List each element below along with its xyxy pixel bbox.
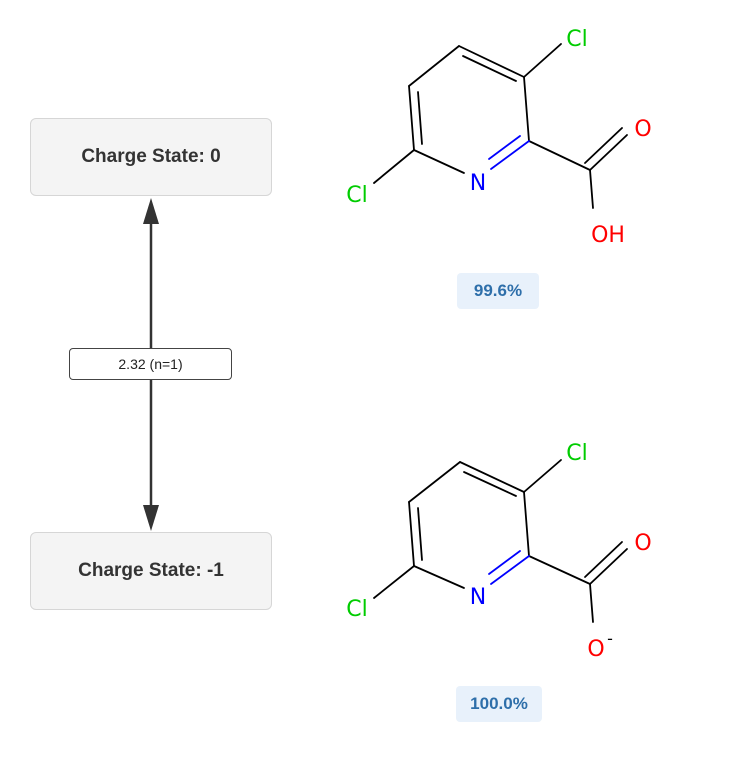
population-value-anion: 100.0% <box>470 694 528 713</box>
charge-state-0-box: Charge State: 0 <box>30 118 272 196</box>
molecule-neutral: N Cl Cl O OH <box>346 27 651 248</box>
oxygen-atom-anionic: O <box>587 637 604 662</box>
pka-label: 2.32 (n=1) <box>69 348 232 380</box>
population-value-neutral: 99.6% <box>473 281 523 300</box>
arrow-up-icon <box>143 198 159 224</box>
oxygen-atom-double: O <box>634 531 651 556</box>
arrow-down-icon <box>143 505 159 531</box>
chlorine-atom-side: Cl <box>346 183 367 208</box>
pka-value: 2.32 (n=1) <box>118 356 183 372</box>
charge-state-minus1-label: Charge State: -1 <box>78 560 224 581</box>
hydroxyl-group: OH <box>591 223 625 248</box>
chlorine-atom-ring: Cl <box>566 441 587 466</box>
nitrogen-atom: N <box>470 585 486 610</box>
nitrogen-atom: N <box>470 171 486 196</box>
population-badge-neutral: 99.6% <box>457 273 539 309</box>
negative-charge-symbol: - <box>607 629 613 648</box>
oxygen-atom-double: O <box>634 117 651 142</box>
transition-connector <box>143 198 159 531</box>
chlorine-atom-side: Cl <box>346 597 367 622</box>
molecule-anion: N Cl Cl O O - <box>346 441 651 662</box>
population-badge-anion: 100.0% <box>456 686 542 722</box>
charge-state-0-label: Charge State: 0 <box>81 146 221 167</box>
chlorine-atom-ring: Cl <box>566 27 587 52</box>
charge-state-minus1-box: Charge State: -1 <box>30 532 272 610</box>
